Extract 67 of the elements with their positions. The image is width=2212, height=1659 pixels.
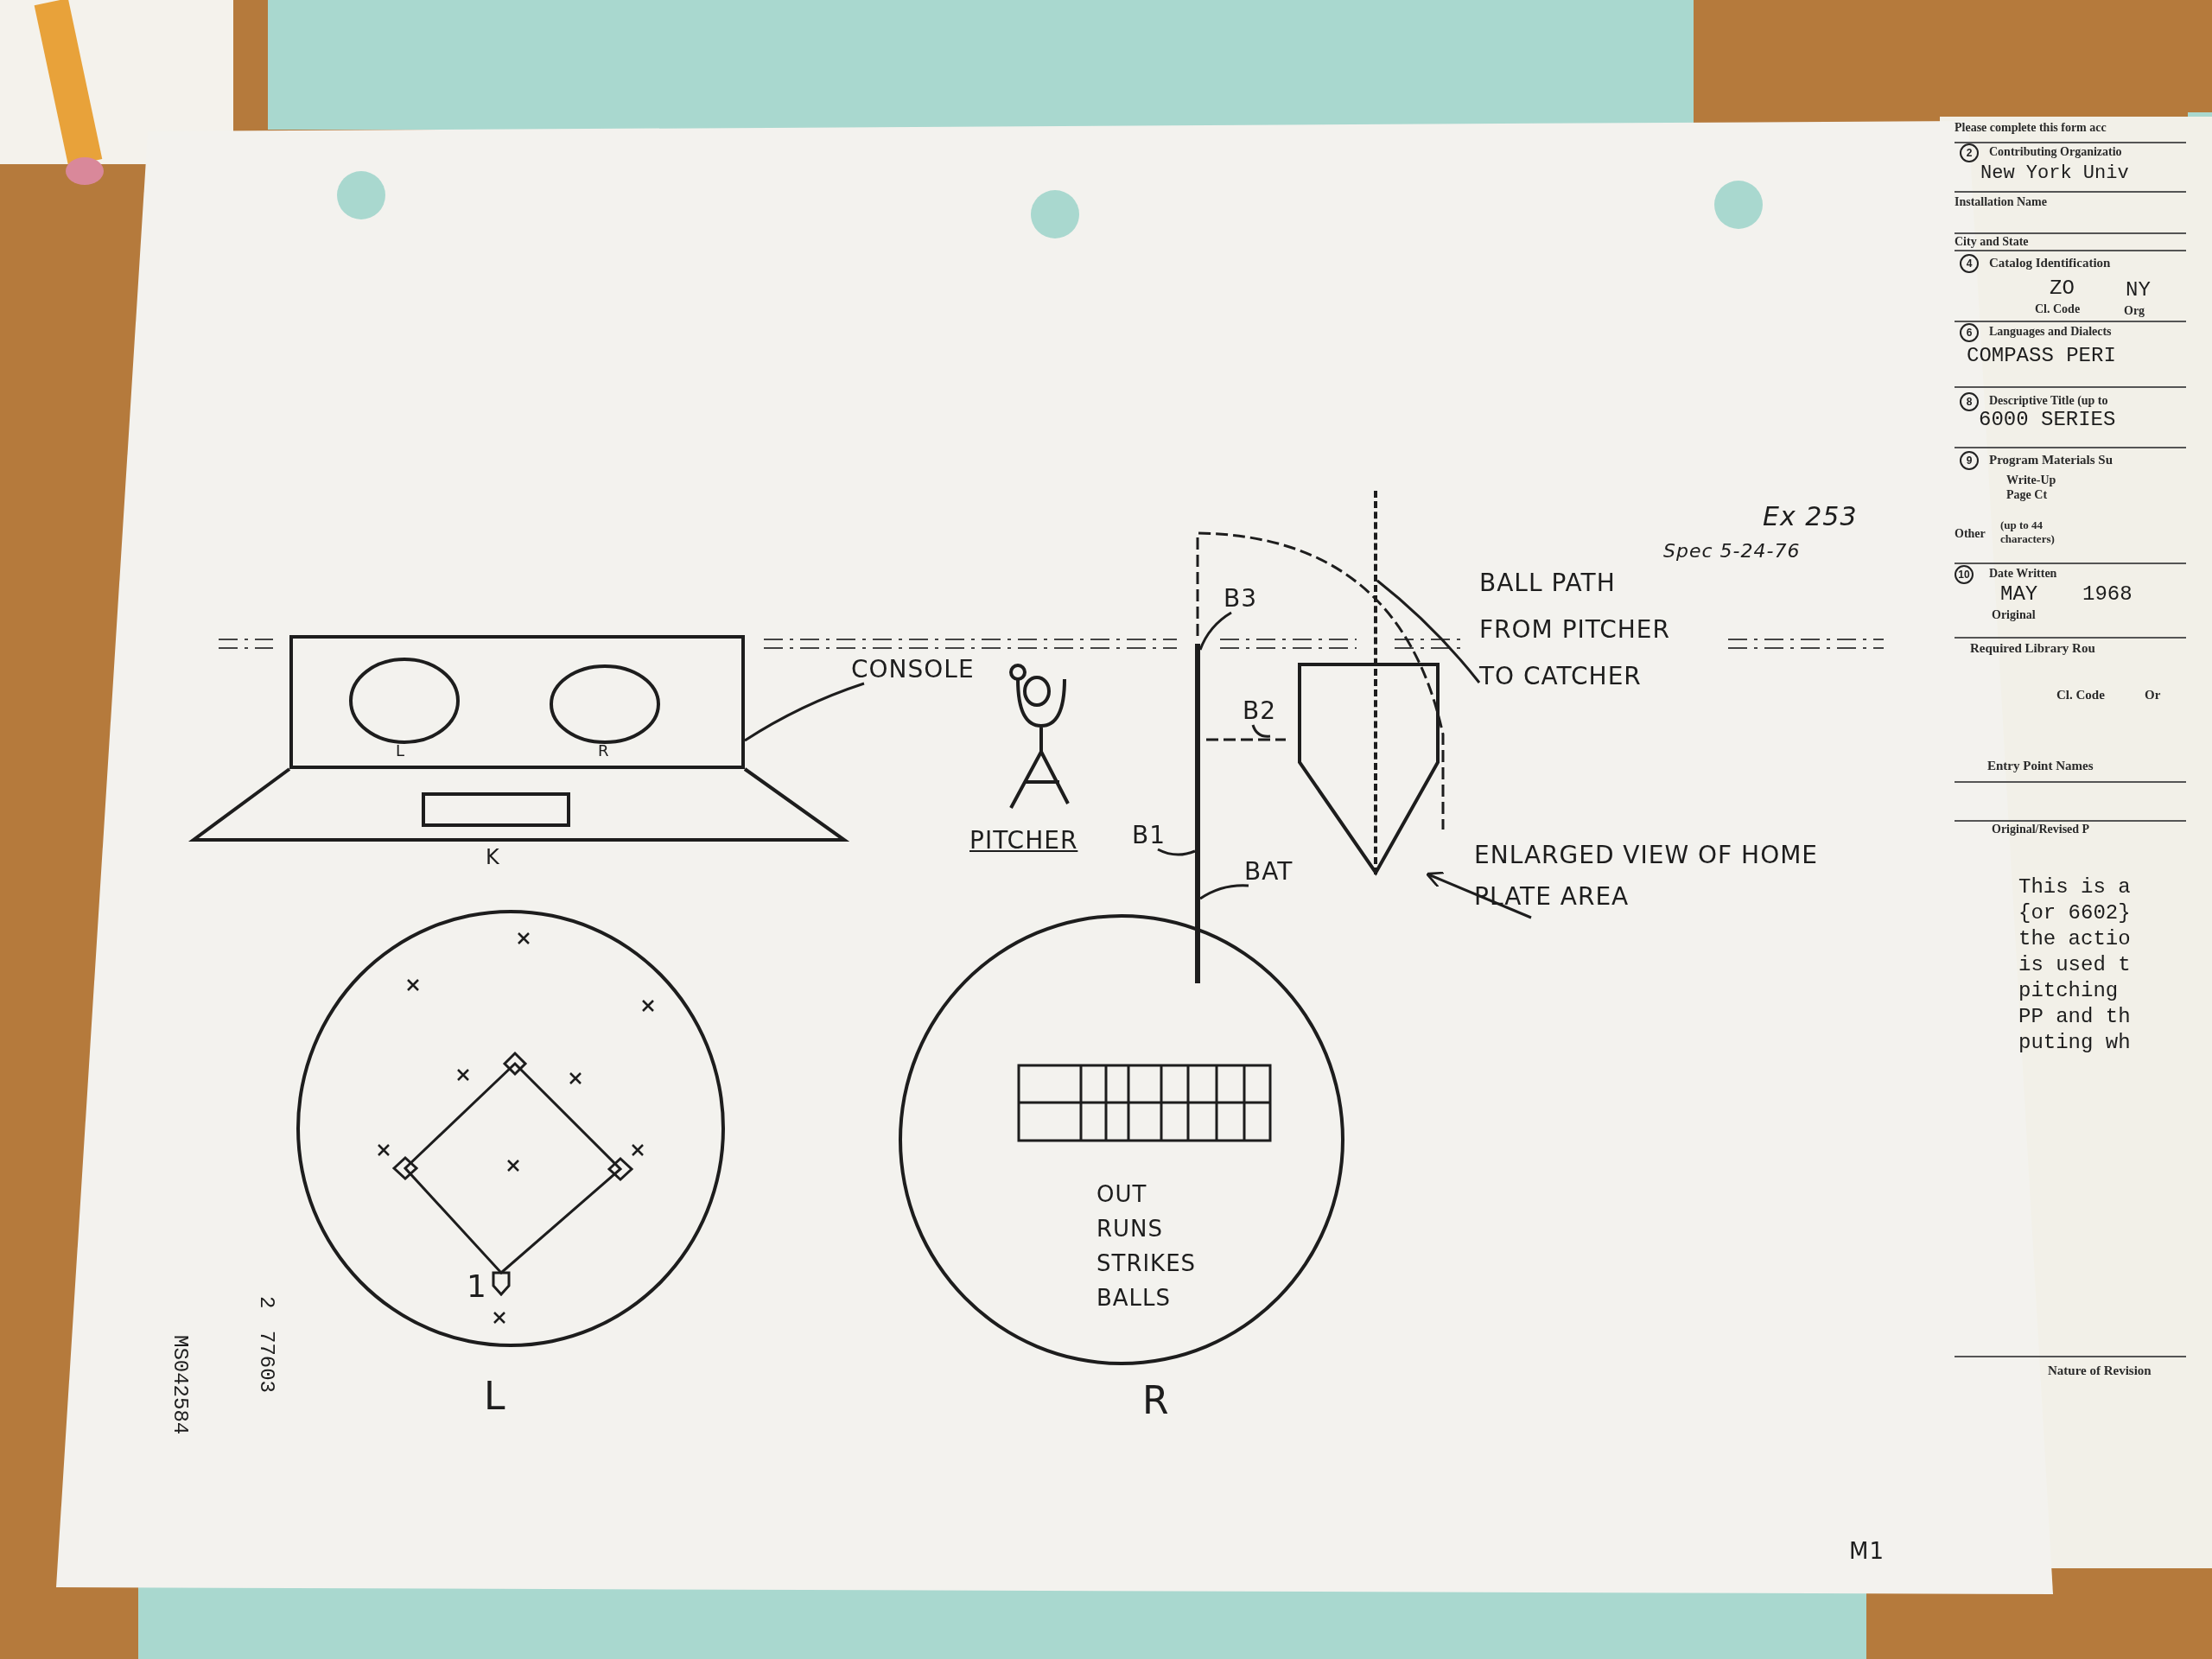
archive-number: MS042584 bbox=[168, 1335, 192, 1435]
leader-line bbox=[1157, 848, 1196, 856]
form-field-label: Nature of Revision bbox=[2048, 1363, 2152, 1378]
page-mark: M1 bbox=[1849, 1538, 1885, 1564]
step-number: 10 bbox=[1955, 565, 1974, 584]
note-text: Ex 253 bbox=[1763, 501, 1858, 531]
form-field-label: Or bbox=[2145, 688, 2161, 702]
step-number: 2 bbox=[1960, 143, 1979, 162]
leader-line bbox=[1376, 579, 1481, 683]
form-field-label: Entry Point Names bbox=[1987, 759, 2094, 773]
step-number: 9 bbox=[1960, 451, 1979, 470]
callout-label: BAT bbox=[1244, 857, 1294, 886]
form-field-label: Program Materials Su bbox=[1989, 453, 2113, 467]
scoreboard-screen-circle bbox=[899, 914, 1344, 1365]
form-text: This is a {or 6602} the actio is used t pitching PP and th puting wh bbox=[2018, 874, 2131, 1056]
leader-line bbox=[1251, 724, 1271, 738]
form-value: New York Univ bbox=[1980, 162, 2129, 184]
note-text: Spec 5-24-76 bbox=[1663, 540, 1801, 562]
form-field-label: Org bbox=[2124, 304, 2145, 318]
leader-line bbox=[1198, 611, 1232, 651]
ball-path-line bbox=[1374, 491, 1377, 874]
screen-label: R bbox=[598, 741, 610, 760]
form-value: ZO bbox=[2050, 276, 2075, 300]
scoreboard-legend-text: OUT RUNS STRIKES BALLS bbox=[1096, 1180, 1197, 1313]
form-field-label: Original bbox=[1992, 608, 2036, 622]
form-heading: Please complete this form acc bbox=[1955, 121, 2107, 135]
archive-number: 77603 bbox=[255, 1331, 278, 1393]
form-field-label: (up to 44 characters) bbox=[2000, 518, 2056, 546]
form-field-label: Other bbox=[1955, 527, 1986, 541]
callout-text: BALL PATH FROM PITCHER TO CATCHER bbox=[1479, 560, 1695, 700]
form-field-label: Original/Revised P bbox=[1992, 823, 2090, 836]
screen-label: L bbox=[396, 741, 406, 760]
form-value: MAY bbox=[2000, 582, 2038, 606]
form-value: 6000 SERIES bbox=[1979, 408, 2116, 431]
console-screen-panel bbox=[289, 635, 745, 769]
form-field-label: Installation Name bbox=[1955, 195, 2047, 209]
form-field-label: Cl. Code bbox=[2035, 302, 2081, 316]
form-field-label: City and State bbox=[1955, 235, 2029, 249]
step-number: 4 bbox=[1960, 254, 1979, 273]
form-value: 1968 bbox=[2082, 582, 2133, 606]
callout-label: B2 bbox=[1243, 696, 1277, 725]
form-field-label: Write-Up Page Ct bbox=[2006, 474, 2057, 503]
form-value: COMPASS PERI bbox=[1967, 344, 2116, 367]
console-label: CONSOLE bbox=[851, 655, 975, 683]
figure-label: PITCHER bbox=[969, 826, 1078, 855]
form-field-label: Contributing Organizatio bbox=[1989, 145, 2122, 159]
leader-line bbox=[1199, 884, 1249, 900]
field-screen-circle bbox=[296, 910, 725, 1347]
form-field-label: Cl. Code bbox=[2056, 688, 2105, 702]
form-value: NY bbox=[2126, 278, 2151, 302]
form-field-label: Catalog Identification bbox=[1989, 256, 2111, 270]
form-field-label: Descriptive Title (up to bbox=[1989, 394, 2108, 408]
field-label: 1 bbox=[467, 1268, 487, 1304]
form-field-label: Date Written bbox=[1989, 567, 2057, 581]
form-field-label: Required Library Rou bbox=[1970, 641, 2095, 656]
step-number: 8 bbox=[1960, 392, 1979, 411]
screen-label: R bbox=[1142, 1378, 1170, 1422]
leader-line bbox=[744, 682, 865, 742]
arrow bbox=[1426, 871, 1532, 919]
callout-label: B3 bbox=[1224, 584, 1258, 613]
keyboard-label: K bbox=[486, 845, 500, 869]
screen-label: L bbox=[484, 1374, 506, 1418]
form-field-label: Languages and Dialects bbox=[1989, 325, 2112, 339]
archive-number: 2 bbox=[255, 1296, 278, 1309]
callout-label: B1 bbox=[1132, 821, 1166, 849]
step-number: 6 bbox=[1960, 323, 1979, 342]
home-plate-outline bbox=[1298, 663, 1440, 874]
